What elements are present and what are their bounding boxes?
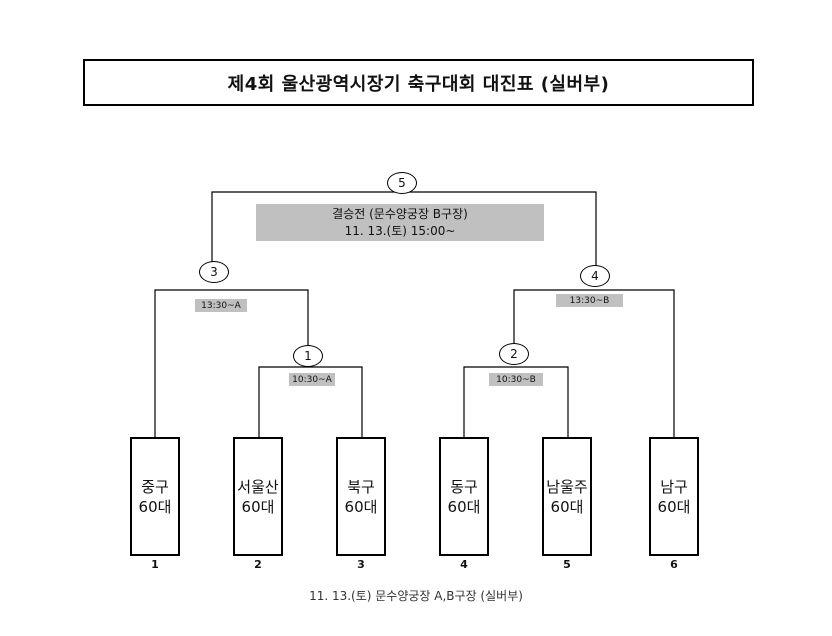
team-name: 남구 — [660, 477, 688, 496]
match-time-tag: 10:30~A — [289, 373, 335, 386]
page-title: 제4회 울산광역시장기 축구대회 대진표 (실버부) — [227, 73, 610, 95]
team-box: 서울산 60대 — [233, 437, 283, 556]
match-2-connector — [463, 366, 569, 437]
match-time-tag: 13:30~A — [195, 299, 247, 312]
team-name: 중구 — [141, 477, 169, 496]
match-time-tag: 13:30~B — [556, 294, 623, 307]
team-box: 동구 60대 — [439, 437, 489, 556]
team-division: 60대 — [241, 497, 275, 516]
team-name: 서울산 — [237, 477, 279, 496]
team-name: 북구 — [347, 477, 375, 496]
final-label: 결승전 (문수양궁장 B구장) — [332, 206, 468, 221]
team-box: 중구 60대 — [130, 437, 180, 556]
team-box: 남울주 60대 — [542, 437, 592, 556]
seed-number: 4 — [460, 558, 468, 571]
team-division: 60대 — [447, 497, 481, 516]
team-division: 60대 — [550, 497, 584, 516]
match-number: 1 — [293, 345, 323, 367]
footer-note: 11. 13.(토) 문수양궁장 A,B구장 (실버부) — [309, 589, 523, 603]
match-1-connector — [258, 366, 363, 437]
seed-number: 3 — [357, 558, 365, 571]
seed-number: 5 — [563, 558, 571, 571]
team-division: 60대 — [344, 497, 378, 516]
seed-number: 6 — [670, 558, 678, 571]
match-number: 2 — [499, 343, 529, 365]
team-name: 동구 — [450, 477, 478, 496]
team-name: 남울주 — [546, 477, 588, 496]
final-time: 11. 13.(토) 15:00~ — [344, 223, 456, 238]
match-time-tag: 10:30~B — [489, 373, 543, 386]
seed-number: 2 — [254, 558, 262, 571]
final-info-box: 결승전 (문수양궁장 B구장) 11. 13.(토) 15:00~ — [256, 204, 544, 241]
match-number: 4 — [580, 265, 610, 287]
team-division: 60대 — [657, 497, 691, 516]
match-number-final: 5 — [387, 172, 417, 194]
title-box: 제4회 울산광역시장기 축구대회 대진표 (실버부) — [83, 59, 754, 106]
seed-number: 1 — [151, 558, 159, 571]
team-box: 북구 60대 — [336, 437, 386, 556]
match-4-connector — [513, 289, 675, 437]
team-box: 남구 60대 — [649, 437, 699, 556]
team-division: 60대 — [138, 497, 172, 516]
match-3-connector — [154, 289, 309, 437]
match-number: 3 — [199, 261, 229, 283]
